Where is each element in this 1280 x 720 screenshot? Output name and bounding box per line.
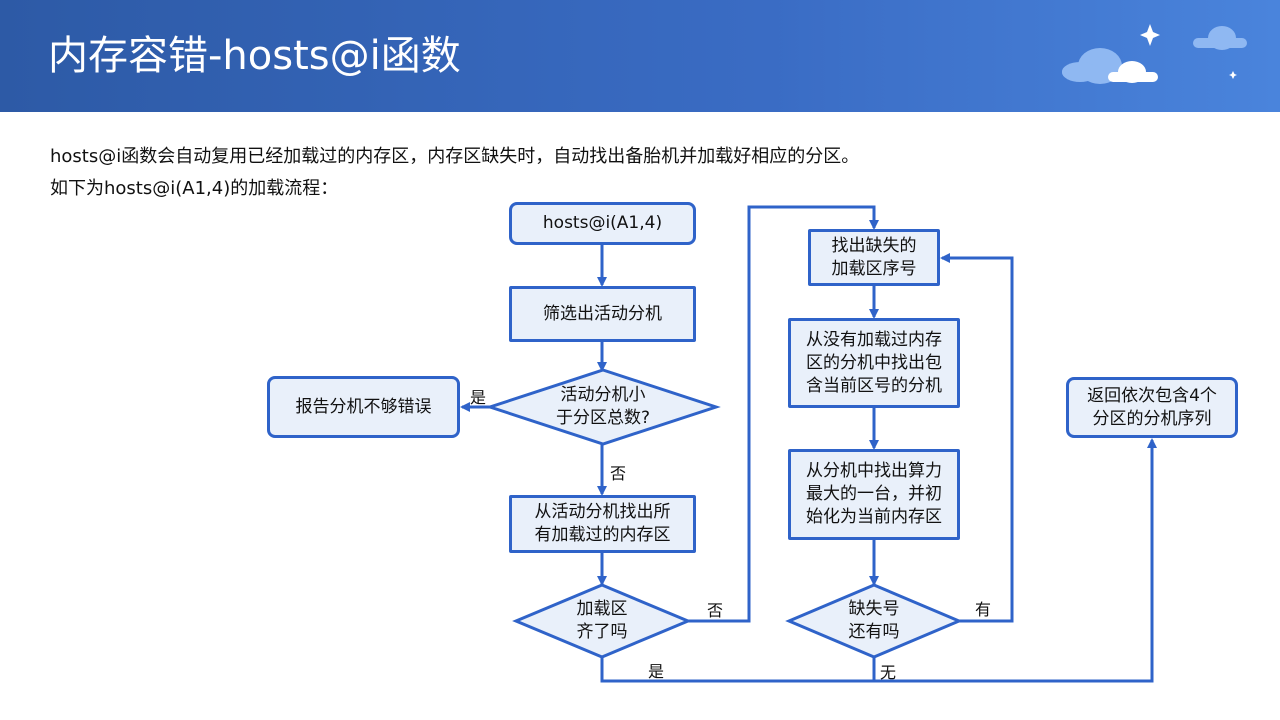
decision-all-loaded-text: 加载区 齐了吗 — [542, 598, 662, 644]
decision-active-less-line-2: 于分区总数? — [555, 408, 651, 428]
intro-line-2: 如下为hosts@i(A1,4)的加载流程： — [50, 178, 339, 199]
find-loaded-node: 从活动分机找出所 有加载过的内存区 — [509, 495, 696, 553]
start-node-label: hosts@i(A1,4) — [542, 213, 663, 233]
filter-active-label: 筛选出活动分机 — [543, 303, 662, 324]
edge-label-none: 无 — [880, 663, 897, 682]
report-error-node: 报告分机不够错误 — [267, 376, 460, 438]
find-loaded-line-1: 从活动分机找出所 — [534, 502, 671, 522]
decision-has-missing-text: 缺失号 还有吗 — [814, 598, 934, 644]
find-unloaded-line-2: 区的分机中找出包 — [806, 352, 942, 373]
find-missing-line-1: 找出缺失的 — [831, 235, 917, 256]
find-unloaded-node: 从没有加载过内存 区的分机中找出包 含当前区号的分机 — [788, 318, 960, 408]
find-unloaded-line-1: 从没有加载过内存 — [806, 329, 942, 350]
pick-max-line-1: 从分机中找出算力 — [806, 461, 942, 481]
find-unloaded-line-3: 含当前区号的分机 — [806, 375, 942, 396]
edge-label-no-missing: 否 — [707, 601, 724, 620]
edge-label-no-continue: 否 — [610, 464, 627, 483]
return-node: 返回依次包含4个 分区的分机序列 — [1066, 377, 1238, 438]
decision-all-loaded-line-1: 加载区 — [576, 599, 628, 619]
decision-has-missing-line-2: 还有吗 — [848, 622, 900, 642]
report-error-label: 报告分机不够错误 — [295, 396, 432, 417]
return-line-1: 返回依次包含4个 — [1087, 385, 1217, 406]
pick-max-node: 从分机中找出算力 最大的一台，并初 始化为当前内存区 — [788, 449, 960, 540]
decision-active-less-text: 活动分机小 于分区总数? — [533, 384, 673, 430]
edge-label-has: 有 — [975, 600, 992, 619]
decision-diamond-has-missing — [785, 583, 963, 659]
find-missing-node: 找出缺失的 加载区序号 — [808, 229, 940, 286]
decision-has-missing-line-1: 缺失号 — [848, 599, 900, 619]
clouds-decoration — [1062, 24, 1247, 84]
find-loaded-line-2: 有加载过的内存区 — [534, 525, 671, 545]
filter-active-node: 筛选出活动分机 — [509, 286, 696, 342]
header-banner: 内存容错-hosts@i函数 — [0, 0, 1280, 112]
decision-all-loaded-line-2: 齐了吗 — [576, 622, 628, 642]
decision-active-less-line-1: 活动分机小 — [560, 385, 646, 405]
return-line-2: 分区的分机序列 — [1092, 408, 1212, 429]
find-missing-line-2: 加载区序号 — [831, 258, 917, 279]
intro-line-1: hosts@i函数会自动复用已经加载过的内存区，内存区缺失时，自动找出备胎机并加… — [50, 146, 860, 167]
edge-label-yes-report: 是 — [470, 388, 487, 407]
start-node: hosts@i(A1,4) — [509, 202, 696, 245]
edge-label-yes-all: 是 — [648, 662, 665, 681]
pick-max-line-2: 最大的一台，并初 — [806, 484, 942, 504]
decision-diamond-all-loaded — [512, 583, 692, 659]
pick-max-line-3: 始化为当前内存区 — [806, 507, 942, 527]
page-title: 内存容错-hosts@i函数 — [48, 33, 461, 79]
decision-diamond-active-less — [485, 368, 721, 446]
